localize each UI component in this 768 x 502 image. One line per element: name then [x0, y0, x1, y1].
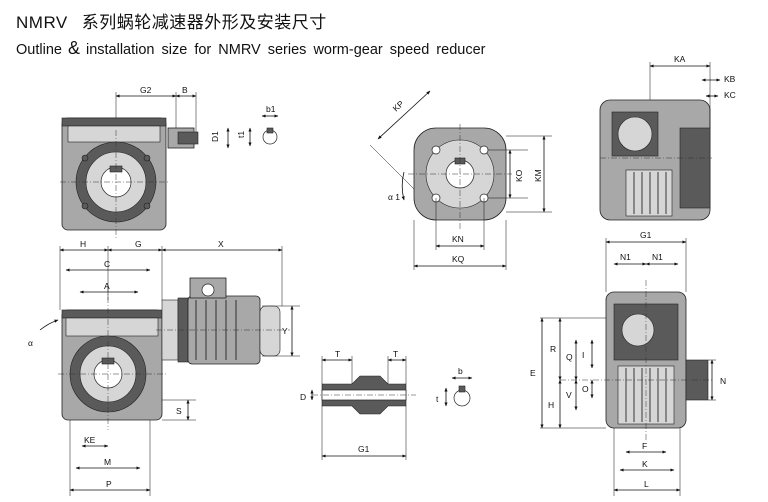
- dim-label-g1-shaft: G1: [358, 444, 370, 454]
- dim-label-kc: KC: [724, 90, 736, 100]
- dim-label-alpha1: α 1: [388, 192, 400, 202]
- dim-label-b: B: [182, 85, 188, 95]
- dim-label-l: L: [644, 479, 649, 489]
- input-shaft: [177, 131, 199, 145]
- cable-gland: [201, 283, 215, 297]
- cover-bolt: [143, 154, 151, 162]
- dim-label-n1-right: N1: [652, 252, 663, 262]
- dim-label-alpha: α: [28, 338, 33, 348]
- dim-label-h: H: [80, 239, 86, 249]
- dim-label-kn: KN: [452, 234, 464, 244]
- dim-label-y: Y: [282, 326, 288, 336]
- dim-label-v: V: [566, 390, 572, 400]
- dim-label-i: I: [582, 350, 584, 360]
- dim-label-t1: t1: [236, 131, 246, 138]
- cover-bolt: [81, 202, 89, 210]
- bore-key-section: [453, 389, 471, 407]
- dim-label-ke: KE: [84, 435, 96, 445]
- view-side-bottom: G1 N1 N1 E R Q I H V O N F K L: [530, 230, 726, 496]
- dim-label-t: t: [436, 394, 439, 404]
- dim-label-m: M: [104, 457, 111, 467]
- dim-label-o: O: [582, 384, 589, 394]
- motor-fan-cover: [259, 305, 281, 357]
- worm-end: [617, 116, 653, 152]
- dim-label-kq: KQ: [452, 254, 465, 264]
- dim-label-n: N: [720, 376, 726, 386]
- dim-label-g: G: [135, 239, 142, 249]
- dim-label-h-right: H: [548, 400, 554, 410]
- dim-label-ko: KO: [514, 169, 524, 182]
- worm-end-front: [621, 313, 655, 347]
- view-side-top: KA KB KC: [599, 54, 736, 221]
- fin-block: [625, 169, 673, 217]
- housing-flange-top: [61, 117, 167, 127]
- title-en-prefix: Outline: [16, 42, 62, 58]
- dim-label-c: C: [104, 259, 110, 269]
- dim-label-a: A: [104, 281, 110, 291]
- housing-flange-main: [61, 309, 163, 319]
- dim-label-f: F: [642, 441, 647, 451]
- dim-label-b1: b1: [266, 104, 276, 114]
- bore-key: [458, 385, 466, 393]
- dim-label-b: b: [458, 366, 463, 376]
- view-hollow-shaft: T T D G1 b t: [300, 349, 473, 460]
- view-gearbox-motor: H G X C A Y α S KE M P: [28, 239, 300, 496]
- page-title-en: Outline&installation size for NMRV serie…: [16, 38, 485, 59]
- dim-label-g2: G2: [140, 85, 152, 95]
- cover-bolt: [81, 154, 89, 162]
- title-en-rest: installation size for NMRV series worm-g…: [85, 42, 486, 58]
- dim-label-t-left: T: [335, 349, 340, 359]
- dim-label-km: KM: [533, 169, 543, 182]
- cover-bolt: [143, 202, 151, 210]
- dim-label-e: E: [530, 368, 536, 378]
- view-flange: KP α 1 KO KM KN KQ: [369, 90, 552, 270]
- housing-rib-band: [67, 125, 161, 143]
- title-cn-text: 系列蜗轮减速器外形及安装尺寸: [81, 13, 327, 33]
- flange-hole: [431, 145, 441, 155]
- dim-label-kp: KP: [391, 98, 406, 113]
- housing-rib-band: [65, 317, 159, 337]
- dim-label-x: X: [218, 239, 224, 249]
- model-name: NMRV: [16, 13, 68, 32]
- dim-label-r: R: [550, 344, 556, 354]
- dim-label-q: Q: [566, 352, 573, 362]
- dim-label-s: S: [176, 406, 182, 416]
- dim-label-d: D: [300, 392, 306, 402]
- shaft-key: [266, 127, 274, 134]
- view-gearbox-small: G2 B D1 t1 b1: [60, 85, 279, 238]
- dim-label-g1: G1: [640, 230, 652, 240]
- dim-label-ka: KA: [674, 54, 686, 64]
- page-title-cn: NMRV 系列蜗轮减速器外形及安装尺寸: [16, 8, 327, 33]
- dim-label-n1-left: N1: [620, 252, 631, 262]
- side-flange: [679, 127, 711, 209]
- dim-label-kb: KB: [724, 74, 736, 84]
- dim-label-d1: D1: [210, 131, 220, 142]
- dim-label-k: K: [642, 459, 648, 469]
- flange-hole: [479, 145, 489, 155]
- dim-label-t-right: T: [393, 349, 398, 359]
- dim-label-p: P: [106, 479, 112, 489]
- title-en-amp: &: [67, 38, 80, 58]
